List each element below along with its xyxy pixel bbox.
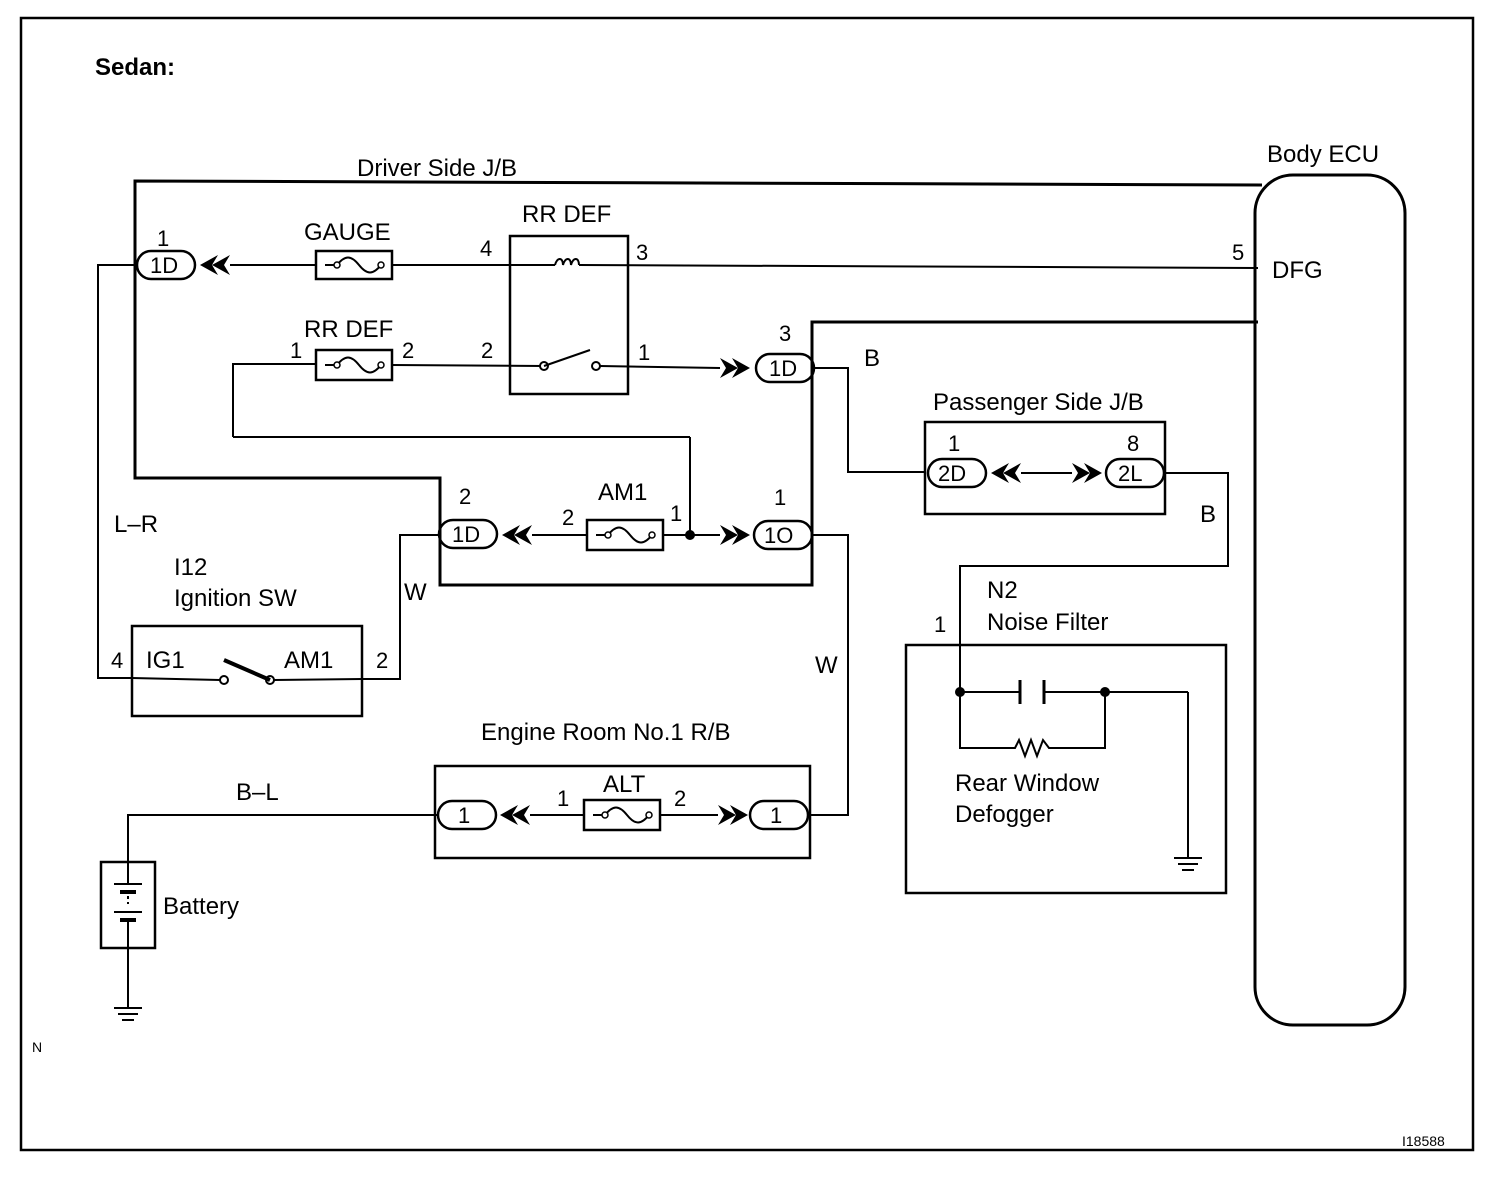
pin-am1-1: 1 xyxy=(670,501,682,526)
fuse-gauge xyxy=(314,249,394,281)
connector-alt-right: 1 xyxy=(748,799,810,831)
wire-color-lr: L–R xyxy=(114,511,158,538)
capacitor xyxy=(960,680,1188,704)
ignition-name: Ignition SW xyxy=(174,585,297,612)
driver-side-jb-label: Driver Side J/B xyxy=(357,155,517,182)
svg-text:1D: 1D xyxy=(150,253,178,278)
fuse-alt xyxy=(582,798,662,832)
wire-color-bl: B–L xyxy=(236,779,279,806)
battery xyxy=(99,860,157,1008)
resistor xyxy=(959,692,1106,759)
passenger-side-jb-label: Passenger Side J/B xyxy=(933,389,1144,416)
pin-relay-4: 4 xyxy=(480,236,492,261)
fuse-rr-def xyxy=(314,348,394,382)
pin-noise-1: 1 xyxy=(934,612,946,637)
relay-rr-def-label: RR DEF xyxy=(522,201,611,228)
body-ecu xyxy=(1253,173,1407,1027)
outer-frame xyxy=(19,16,1475,1152)
ground-battery xyxy=(114,1007,142,1021)
pin-1d-gauge: 1 xyxy=(157,226,169,251)
alt-fuse-label: ALT xyxy=(603,771,646,798)
connector-alt-left: 1 xyxy=(436,799,498,831)
defogger-label-1: Rear Window xyxy=(955,770,1100,797)
relay-rr-def xyxy=(508,234,630,396)
pin-ig-2: 2 xyxy=(376,648,388,673)
defogger-label-2: Defogger xyxy=(955,801,1054,828)
svg-text:1O: 1O xyxy=(764,523,793,548)
wire-color-w1: W xyxy=(404,579,427,606)
noise-filter-code: N2 xyxy=(987,577,1018,604)
battery-label: Battery xyxy=(163,893,239,920)
pin-1d-rr: 3 xyxy=(779,321,791,346)
pin-alt-2: 2 xyxy=(674,786,686,811)
figure-id: I18588 xyxy=(1402,1133,1445,1149)
engine-room-rb-label: Engine Room No.1 R/B xyxy=(481,719,730,746)
svg-text:1: 1 xyxy=(770,803,782,828)
pin-ecu-5: 5 xyxy=(1232,240,1244,265)
ignition-switch-contact xyxy=(131,658,363,685)
pin-alt-1: 1 xyxy=(557,786,569,811)
pin-ig-4: 4 xyxy=(111,648,123,673)
rr-def-fuse-label: RR DEF xyxy=(304,316,393,343)
pin-rrfuse-1: 1 xyxy=(290,338,302,363)
ignition-code: I12 xyxy=(174,554,207,581)
connector-2d: 2D xyxy=(926,457,988,489)
noise-filter-name: Noise Filter xyxy=(987,609,1108,636)
splice-junction xyxy=(685,530,695,540)
relay-switch xyxy=(539,349,601,371)
svg-text:1D: 1D xyxy=(769,356,797,381)
fuse-am1 xyxy=(585,518,665,552)
ignition-switch xyxy=(130,624,364,718)
engine-room-rb xyxy=(433,764,812,860)
dfg-terminal-label: DFG xyxy=(1272,257,1323,284)
pin-1d-am1: 2 xyxy=(459,484,471,509)
ignition-am1-label: AM1 xyxy=(284,647,333,674)
connector-1d-rr: 1D xyxy=(754,352,816,384)
svg-text:2L: 2L xyxy=(1118,461,1142,486)
pin-1o: 1 xyxy=(774,485,786,510)
wire-color-b2: B xyxy=(1200,501,1216,528)
pin-2l: 8 xyxy=(1127,431,1139,456)
wire-color-w2: W xyxy=(815,652,838,679)
connector-2l: 2L xyxy=(1104,457,1166,489)
pin-relay-1: 1 xyxy=(638,340,650,365)
diagram-title: Sedan: xyxy=(95,54,175,81)
pin-relay-2: 2 xyxy=(481,338,493,363)
relay-coil xyxy=(554,258,580,266)
body-ecu-label: Body ECU xyxy=(1267,141,1379,168)
svg-text:1: 1 xyxy=(458,803,470,828)
wire-color-b1: B xyxy=(864,345,880,372)
svg-text:2D: 2D xyxy=(938,461,966,486)
corner-letter: N xyxy=(32,1039,42,1055)
am1-fuse-label: AM1 xyxy=(598,479,647,506)
noise-filter-box xyxy=(904,643,1228,895)
gauge-fuse-label: GAUGE xyxy=(304,219,391,246)
svg-text:1D: 1D xyxy=(452,522,480,547)
pin-2d: 1 xyxy=(948,431,960,456)
pin-rrfuse-2: 2 xyxy=(402,338,414,363)
connector-1d-gauge: 1D xyxy=(135,249,197,281)
passenger-side-jb xyxy=(923,420,1167,516)
pin-relay-3: 3 xyxy=(636,240,648,265)
pin-am1-2: 2 xyxy=(562,505,574,530)
connector-1o: 1O xyxy=(752,519,814,551)
ground-noise xyxy=(1174,857,1202,871)
connector-1d-am1: 1D xyxy=(437,518,499,550)
ignition-ig1-label: IG1 xyxy=(146,647,185,674)
